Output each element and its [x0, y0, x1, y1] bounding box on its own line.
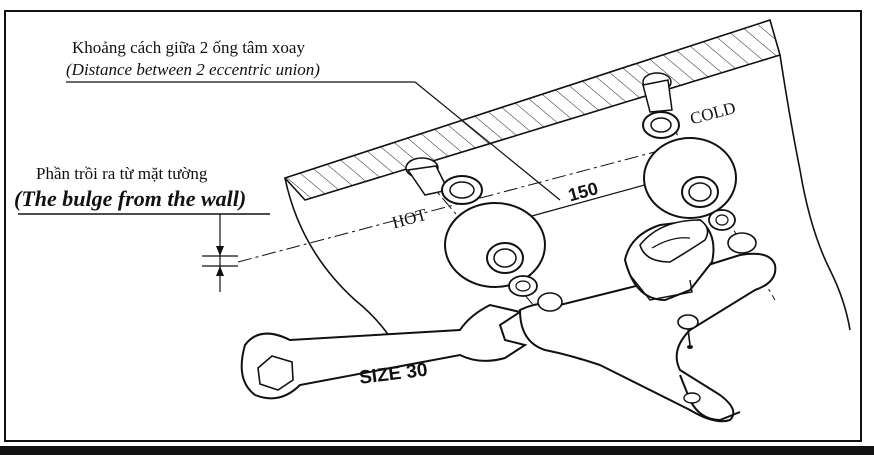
diverter-knob	[677, 314, 699, 349]
cold-escutcheon	[643, 137, 737, 219]
hot-escutcheon	[444, 202, 546, 288]
dimension-line	[509, 177, 671, 223]
distance-label-vi: Khoảng cách giữa 2 ống tâm xoay	[72, 38, 305, 57]
distance-leader-diagonal	[414, 81, 561, 201]
bulge-arrow-down	[216, 246, 224, 256]
hot-washer	[508, 275, 538, 297]
wall-face	[284, 177, 406, 351]
bulge-label-vi: Phần trồi ra từ mặt tường	[36, 164, 208, 183]
bulge-label-en: (The bulge from the wall)	[14, 186, 247, 211]
wrench	[240, 303, 528, 400]
distance-label-en: (Distance between 2 eccentric union)	[66, 60, 320, 79]
spout	[679, 374, 741, 422]
cold-washer	[708, 209, 736, 231]
faucet-body	[518, 218, 777, 423]
hot-eccentric-union	[405, 157, 483, 205]
bulge-arrow-up	[216, 266, 224, 276]
cold-eccentric-union	[642, 72, 680, 139]
wall-right-edge	[779, 54, 851, 331]
bottom-bar	[0, 446, 874, 455]
